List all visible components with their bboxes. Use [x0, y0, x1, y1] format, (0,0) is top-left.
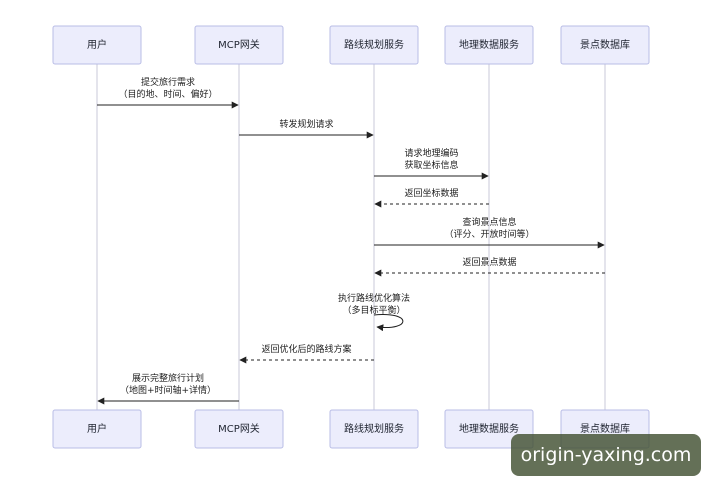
- message-label: 转发规划请求: [279, 118, 333, 130]
- participant-route-planning-service-bottom: 路线规划服务: [329, 409, 419, 449]
- message-label: （目的地、时间、偏好）: [118, 88, 217, 100]
- participant-label: 用户: [87, 422, 107, 435]
- participant-label: 地理数据服务: [459, 38, 519, 51]
- message-arrow: [373, 313, 404, 332]
- participant-label: MCP网关: [218, 422, 260, 435]
- participant-mcp-gateway-bottom: MCP网关: [194, 409, 284, 449]
- participant-label: 景点数据库: [580, 422, 630, 435]
- participant-label: 路线规划服务: [344, 38, 404, 51]
- message-label: 返回坐标数据: [404, 187, 458, 199]
- message-7: 执行路线优化算法（多目标平衡）: [338, 292, 410, 332]
- participant-label: 用户: [87, 38, 107, 51]
- message-2: 转发规划请求: [239, 118, 374, 139]
- message-label: 提交旅行需求: [141, 76, 195, 88]
- message-label: （多目标平衡）: [342, 304, 405, 316]
- participant-user-bottom: 用户: [52, 409, 142, 449]
- message-9: 展示完整旅行计划（地图+时间轴+详情）: [97, 372, 239, 405]
- message-label: 展示完整旅行计划: [132, 372, 204, 384]
- message-label: 查询景点信息: [462, 216, 516, 228]
- participant-route-planning-service-top: 路线规划服务: [329, 25, 419, 65]
- participant-label: MCP网关: [218, 38, 260, 51]
- message-1: 提交旅行需求（目的地、时间、偏好）: [97, 76, 239, 109]
- participant-mcp-gateway-top: MCP网关: [194, 25, 284, 65]
- participant-label: 地理数据服务: [459, 422, 519, 435]
- participant-user-top: 用户: [52, 25, 142, 65]
- message-6: 返回景点数据: [374, 256, 605, 277]
- participant-poi-database-top: 景点数据库: [560, 25, 650, 65]
- message-5: 查询景点信息（评分、开放时间等）: [374, 216, 605, 249]
- message-label: 获取坐标信息: [404, 159, 458, 171]
- message-label: 返回优化后的路线方案: [261, 343, 351, 355]
- message-label: （评分、开放时间等）: [444, 228, 534, 240]
- participant-label: 景点数据库: [580, 38, 630, 51]
- participant-label: 路线规划服务: [344, 422, 404, 435]
- message-label: 返回景点数据: [462, 256, 516, 268]
- message-8: 返回优化后的路线方案: [239, 343, 374, 364]
- watermark: origin-yaxing.com: [511, 434, 701, 476]
- participant-geo-data-service-top: 地理数据服务: [444, 25, 534, 65]
- message-label: （地图+时间轴+详情）: [120, 384, 216, 396]
- message-label: 请求地理编码: [404, 147, 458, 159]
- message-4: 返回坐标数据: [374, 187, 489, 208]
- message-label: 执行路线优化算法: [338, 292, 410, 304]
